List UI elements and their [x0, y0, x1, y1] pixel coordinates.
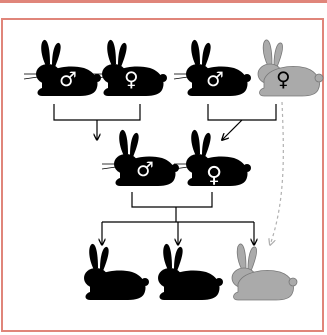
rabbit-gp4: ♀: [257, 39, 324, 97]
diagram-frame: [1, 18, 324, 332]
rabbit-o3: [231, 243, 298, 301]
rabbit-gp2: ♀: [89, 39, 167, 96]
connector-left-pair: [53, 104, 141, 140]
rabbit-gp3: ♂: [173, 39, 251, 96]
dashed-inheritance-arrow: [270, 101, 284, 245]
male-symbol: ♂: [206, 67, 224, 91]
rabbit-p2: ♀: [173, 129, 251, 188]
rabbit-o1: [84, 243, 149, 300]
connector-right-pair: [207, 104, 277, 140]
female-symbol: ♀: [276, 67, 291, 91]
top-border: [0, 0, 327, 3]
rabbit-o2: [158, 243, 223, 300]
rabbit-gp1: ♂: [23, 39, 101, 96]
female-symbol: ♀: [206, 163, 222, 188]
female-symbol: ♀: [124, 67, 139, 91]
male-symbol: ♂: [136, 157, 154, 181]
connector-offspring: [102, 192, 254, 245]
rabbit-p1: ♂: [101, 129, 179, 186]
male-symbol: ♂: [59, 67, 77, 91]
